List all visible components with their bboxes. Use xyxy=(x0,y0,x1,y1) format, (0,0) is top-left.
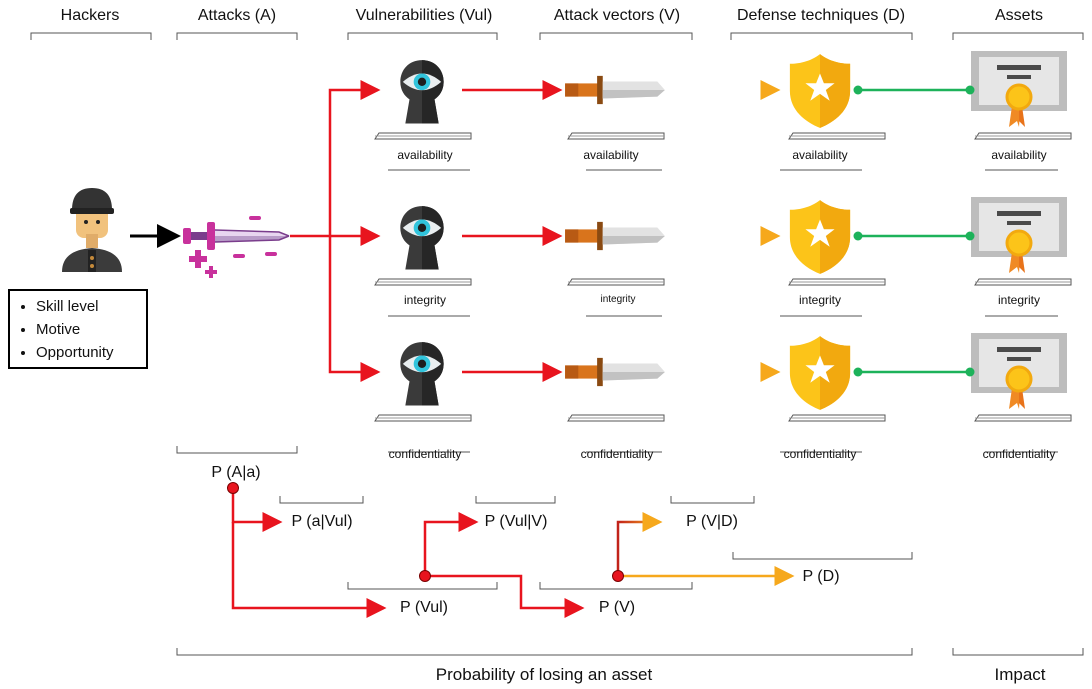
prob-vul-given-v: P (Vul|V) xyxy=(484,513,548,530)
icon-base-integrity-1 xyxy=(567,278,665,286)
def-label-confidentiality: confidentiality xyxy=(783,447,857,461)
row-icons xyxy=(374,49,1072,453)
shield-star-icon-confidentiality xyxy=(789,336,851,410)
icon-base-integrity-0 xyxy=(374,278,472,286)
attack-branches xyxy=(290,80,381,382)
footer-impact-label: Impact xyxy=(994,665,1046,684)
prob-v: P (V) xyxy=(598,599,636,616)
keyhole-eye-icon-confidentiality xyxy=(400,342,444,406)
icon-base-availability-1 xyxy=(567,132,665,140)
asset-label-integrity: integrity xyxy=(997,293,1041,307)
vec-label-confidentiality: confidentiality xyxy=(580,447,654,461)
keyhole-eye-icon-integrity xyxy=(400,206,444,270)
certificate-icon-integrity xyxy=(969,195,1069,275)
header-vulnerabilities: Vulnerabilities (Vul) xyxy=(355,7,493,24)
footer-probability-label: Probability of losing an asset xyxy=(435,665,653,684)
header-brackets xyxy=(30,32,1084,40)
link-dot-right-confidentiality xyxy=(965,367,975,377)
shield-star-icon-integrity xyxy=(789,200,851,274)
attribute-opportunity: Opportunity xyxy=(36,341,146,364)
header-hackers: Hackers xyxy=(60,7,120,24)
icon-base-integrity-3 xyxy=(974,278,1072,286)
prob-vul: P (Vul) xyxy=(399,599,449,616)
hacker-icon xyxy=(62,188,122,272)
knife-icon-confidentiality xyxy=(565,357,665,387)
vec-label-availability: availability xyxy=(583,148,639,162)
header-defense-techniques: Defense techniques (D) xyxy=(736,7,906,24)
keyhole-eye-icon-availability xyxy=(400,60,444,124)
def-label-integrity: integrity xyxy=(798,293,842,307)
icon-base-integrity-2 xyxy=(788,278,886,286)
probability-nodes xyxy=(227,482,624,582)
prob-a-given-a: P (A|a) xyxy=(211,464,261,481)
knife-icon-integrity xyxy=(565,221,665,251)
vul-label-integrity: integrity xyxy=(403,293,447,307)
link-dot-left-availability xyxy=(853,85,863,95)
prob-d: P (D) xyxy=(802,568,840,585)
vul-label-confidentiality: confidentiality xyxy=(388,447,462,461)
vul-label-availability: availability xyxy=(397,148,453,162)
knife-icon-availability xyxy=(565,75,665,105)
shield-star-icon-availability xyxy=(789,54,851,128)
link-dot-left-integrity xyxy=(853,231,863,241)
certificate-icon-availability xyxy=(969,49,1069,129)
icon-base-availability-2 xyxy=(788,132,886,140)
icon-base-availability-0 xyxy=(374,132,472,140)
icon-base-confidentiality-2 xyxy=(788,414,886,422)
asset-label-availability: availability xyxy=(991,148,1047,162)
icon-base-confidentiality-1 xyxy=(567,414,665,422)
link-dot-right-integrity xyxy=(965,231,975,241)
vec-label-integrity: integrity xyxy=(600,294,636,305)
link-dot-left-confidentiality xyxy=(853,367,863,377)
header-assets: Assets xyxy=(994,7,1044,24)
attribute-skill-level: Skill level xyxy=(36,295,146,318)
prob-a-given-vul: P (a|Vul) xyxy=(291,513,353,530)
icon-base-confidentiality-0 xyxy=(374,414,472,422)
header-attack-vectors: Attack vectors (V) xyxy=(553,7,681,24)
certificate-icon-confidentiality xyxy=(969,331,1069,411)
probability-brackets xyxy=(176,446,1084,656)
asset-label-confidentiality: confidentiality xyxy=(982,447,1056,461)
attribute-motive: Motive xyxy=(36,318,146,341)
probability-arrows xyxy=(231,488,795,618)
link-dot-right-availability xyxy=(965,85,975,95)
hacker-attributes-box: Skill level Motive Opportunity xyxy=(8,289,148,369)
prob-v-given-d: P (V|D) xyxy=(686,513,738,530)
header-attacks: Attacks (A) xyxy=(197,7,277,24)
def-label-availability: availability xyxy=(792,148,848,162)
sword-icon xyxy=(183,216,290,278)
icon-base-confidentiality-3 xyxy=(974,414,1072,422)
icon-base-availability-3 xyxy=(974,132,1072,140)
